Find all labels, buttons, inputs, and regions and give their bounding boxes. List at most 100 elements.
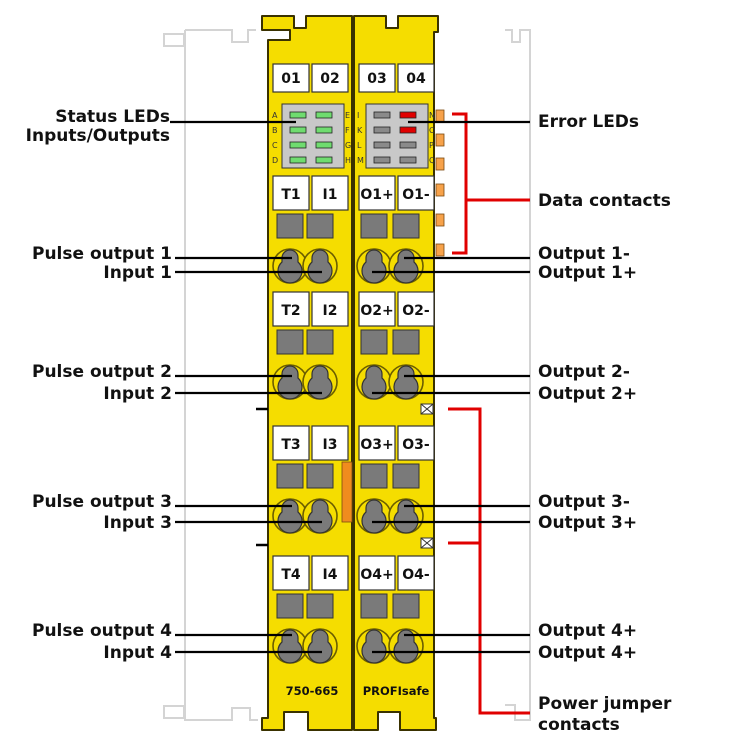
callout-pulse-output: Pulse output 4 bbox=[32, 621, 172, 641]
callout-power-jumper-sub: contacts bbox=[538, 715, 620, 735]
terminal-label-box bbox=[358, 291, 396, 327]
led-letter: H bbox=[345, 156, 351, 165]
release-button[interactable] bbox=[276, 329, 304, 355]
callout-output: Output 2+ bbox=[538, 384, 637, 404]
terminal-label-box bbox=[272, 555, 310, 591]
release-button[interactable] bbox=[392, 213, 420, 239]
error-led bbox=[373, 141, 391, 149]
pj-contact-bottom bbox=[420, 537, 434, 549]
release-button[interactable] bbox=[306, 593, 334, 619]
terminal-label: T1 bbox=[281, 187, 300, 203]
terminal-label-box bbox=[272, 291, 310, 327]
wire-entry[interactable] bbox=[361, 365, 387, 400]
callout-input: Input 3 bbox=[103, 513, 172, 533]
led-letter: B bbox=[272, 126, 278, 135]
release-button[interactable] bbox=[306, 463, 334, 489]
terminal-group: T4 I4 O4+ O4- bbox=[272, 555, 435, 664]
led-letter: M bbox=[357, 156, 364, 165]
terminal-label-box bbox=[272, 175, 310, 211]
led-letter: Q bbox=[429, 156, 435, 165]
power-jumper-bracket bbox=[448, 407, 530, 715]
channel-labels: 01 02 03 04 bbox=[272, 63, 435, 93]
callout-input: Input 2 bbox=[103, 384, 172, 404]
status-led bbox=[315, 156, 333, 164]
data-contact bbox=[435, 213, 445, 227]
callout-output: Output 4+ bbox=[538, 643, 637, 663]
terminal-label-box bbox=[397, 291, 435, 327]
terminal-label-box bbox=[311, 175, 349, 211]
led-letter: C bbox=[272, 141, 278, 150]
wire-entry[interactable] bbox=[277, 365, 303, 400]
channel-label: 01 bbox=[281, 71, 300, 87]
callout-output: Output 3+ bbox=[538, 513, 637, 533]
pj-contact-top bbox=[420, 403, 434, 415]
error-led bbox=[399, 111, 417, 119]
error-led bbox=[399, 126, 417, 134]
terminal-label: O3- bbox=[402, 437, 430, 453]
terminal-leader-lines bbox=[175, 256, 530, 654]
data-contact bbox=[435, 183, 445, 197]
release-button[interactable] bbox=[306, 329, 334, 355]
led-letter: G bbox=[345, 141, 351, 150]
error-led bbox=[373, 111, 391, 119]
terminal-label: I4 bbox=[323, 567, 338, 583]
release-button[interactable] bbox=[360, 329, 388, 355]
release-button[interactable] bbox=[360, 593, 388, 619]
terminal-label: O2- bbox=[402, 303, 430, 319]
callout-output: Output 2- bbox=[538, 362, 630, 382]
terminal-label-box bbox=[397, 555, 435, 591]
release-button[interactable] bbox=[306, 213, 334, 239]
data-contact bbox=[435, 157, 445, 171]
data-contact bbox=[435, 243, 445, 257]
release-button[interactable] bbox=[276, 463, 304, 489]
release-button[interactable] bbox=[392, 463, 420, 489]
error-led bbox=[373, 126, 391, 134]
data-contact bbox=[435, 133, 445, 147]
callout-output: Output 1- bbox=[538, 244, 630, 264]
terminal-label-box bbox=[311, 291, 349, 327]
callout-pulse-output: Pulse output 1 bbox=[32, 244, 172, 264]
led-letter: O bbox=[429, 126, 435, 135]
status-led bbox=[289, 156, 307, 164]
callout-pulse-output: Pulse output 3 bbox=[32, 492, 172, 512]
terminal-label: T4 bbox=[281, 567, 301, 583]
terminal-label: I3 bbox=[323, 437, 338, 453]
wire-entry[interactable] bbox=[307, 365, 333, 400]
terminal-label-box bbox=[272, 425, 310, 461]
terminal-label: O1- bbox=[402, 187, 430, 203]
terminal-label-box bbox=[397, 175, 435, 211]
release-button[interactable] bbox=[360, 463, 388, 489]
terminal-label-box bbox=[311, 555, 349, 591]
error-led bbox=[399, 156, 417, 164]
callout-data-contacts: Data contacts bbox=[538, 191, 671, 211]
wire-entry[interactable] bbox=[393, 365, 419, 400]
release-button[interactable] bbox=[392, 329, 420, 355]
status-led bbox=[315, 126, 333, 134]
data-contact bbox=[435, 109, 445, 123]
led-letter: E bbox=[345, 111, 350, 120]
callout-output: Output 1+ bbox=[538, 263, 637, 283]
terminal-label: O4+ bbox=[360, 567, 393, 583]
led-letter: F bbox=[345, 126, 350, 135]
terminal-label: O4- bbox=[402, 567, 430, 583]
release-button[interactable] bbox=[276, 593, 304, 619]
release-button[interactable] bbox=[360, 213, 388, 239]
status-led bbox=[289, 141, 307, 149]
terminal-label: I1 bbox=[323, 187, 338, 203]
data-contacts-group bbox=[435, 109, 445, 257]
release-button[interactable] bbox=[276, 213, 304, 239]
terminal-label: I2 bbox=[323, 303, 338, 319]
terminal-label: O2+ bbox=[360, 303, 393, 319]
release-button[interactable] bbox=[392, 593, 420, 619]
status-led bbox=[289, 126, 307, 134]
channel-label: 03 bbox=[367, 71, 386, 87]
terminal-label: T3 bbox=[281, 437, 300, 453]
terminal-label-box bbox=[358, 555, 396, 591]
terminal-label-box bbox=[311, 425, 349, 461]
callout-status-leds: Status LEDs bbox=[55, 107, 170, 127]
